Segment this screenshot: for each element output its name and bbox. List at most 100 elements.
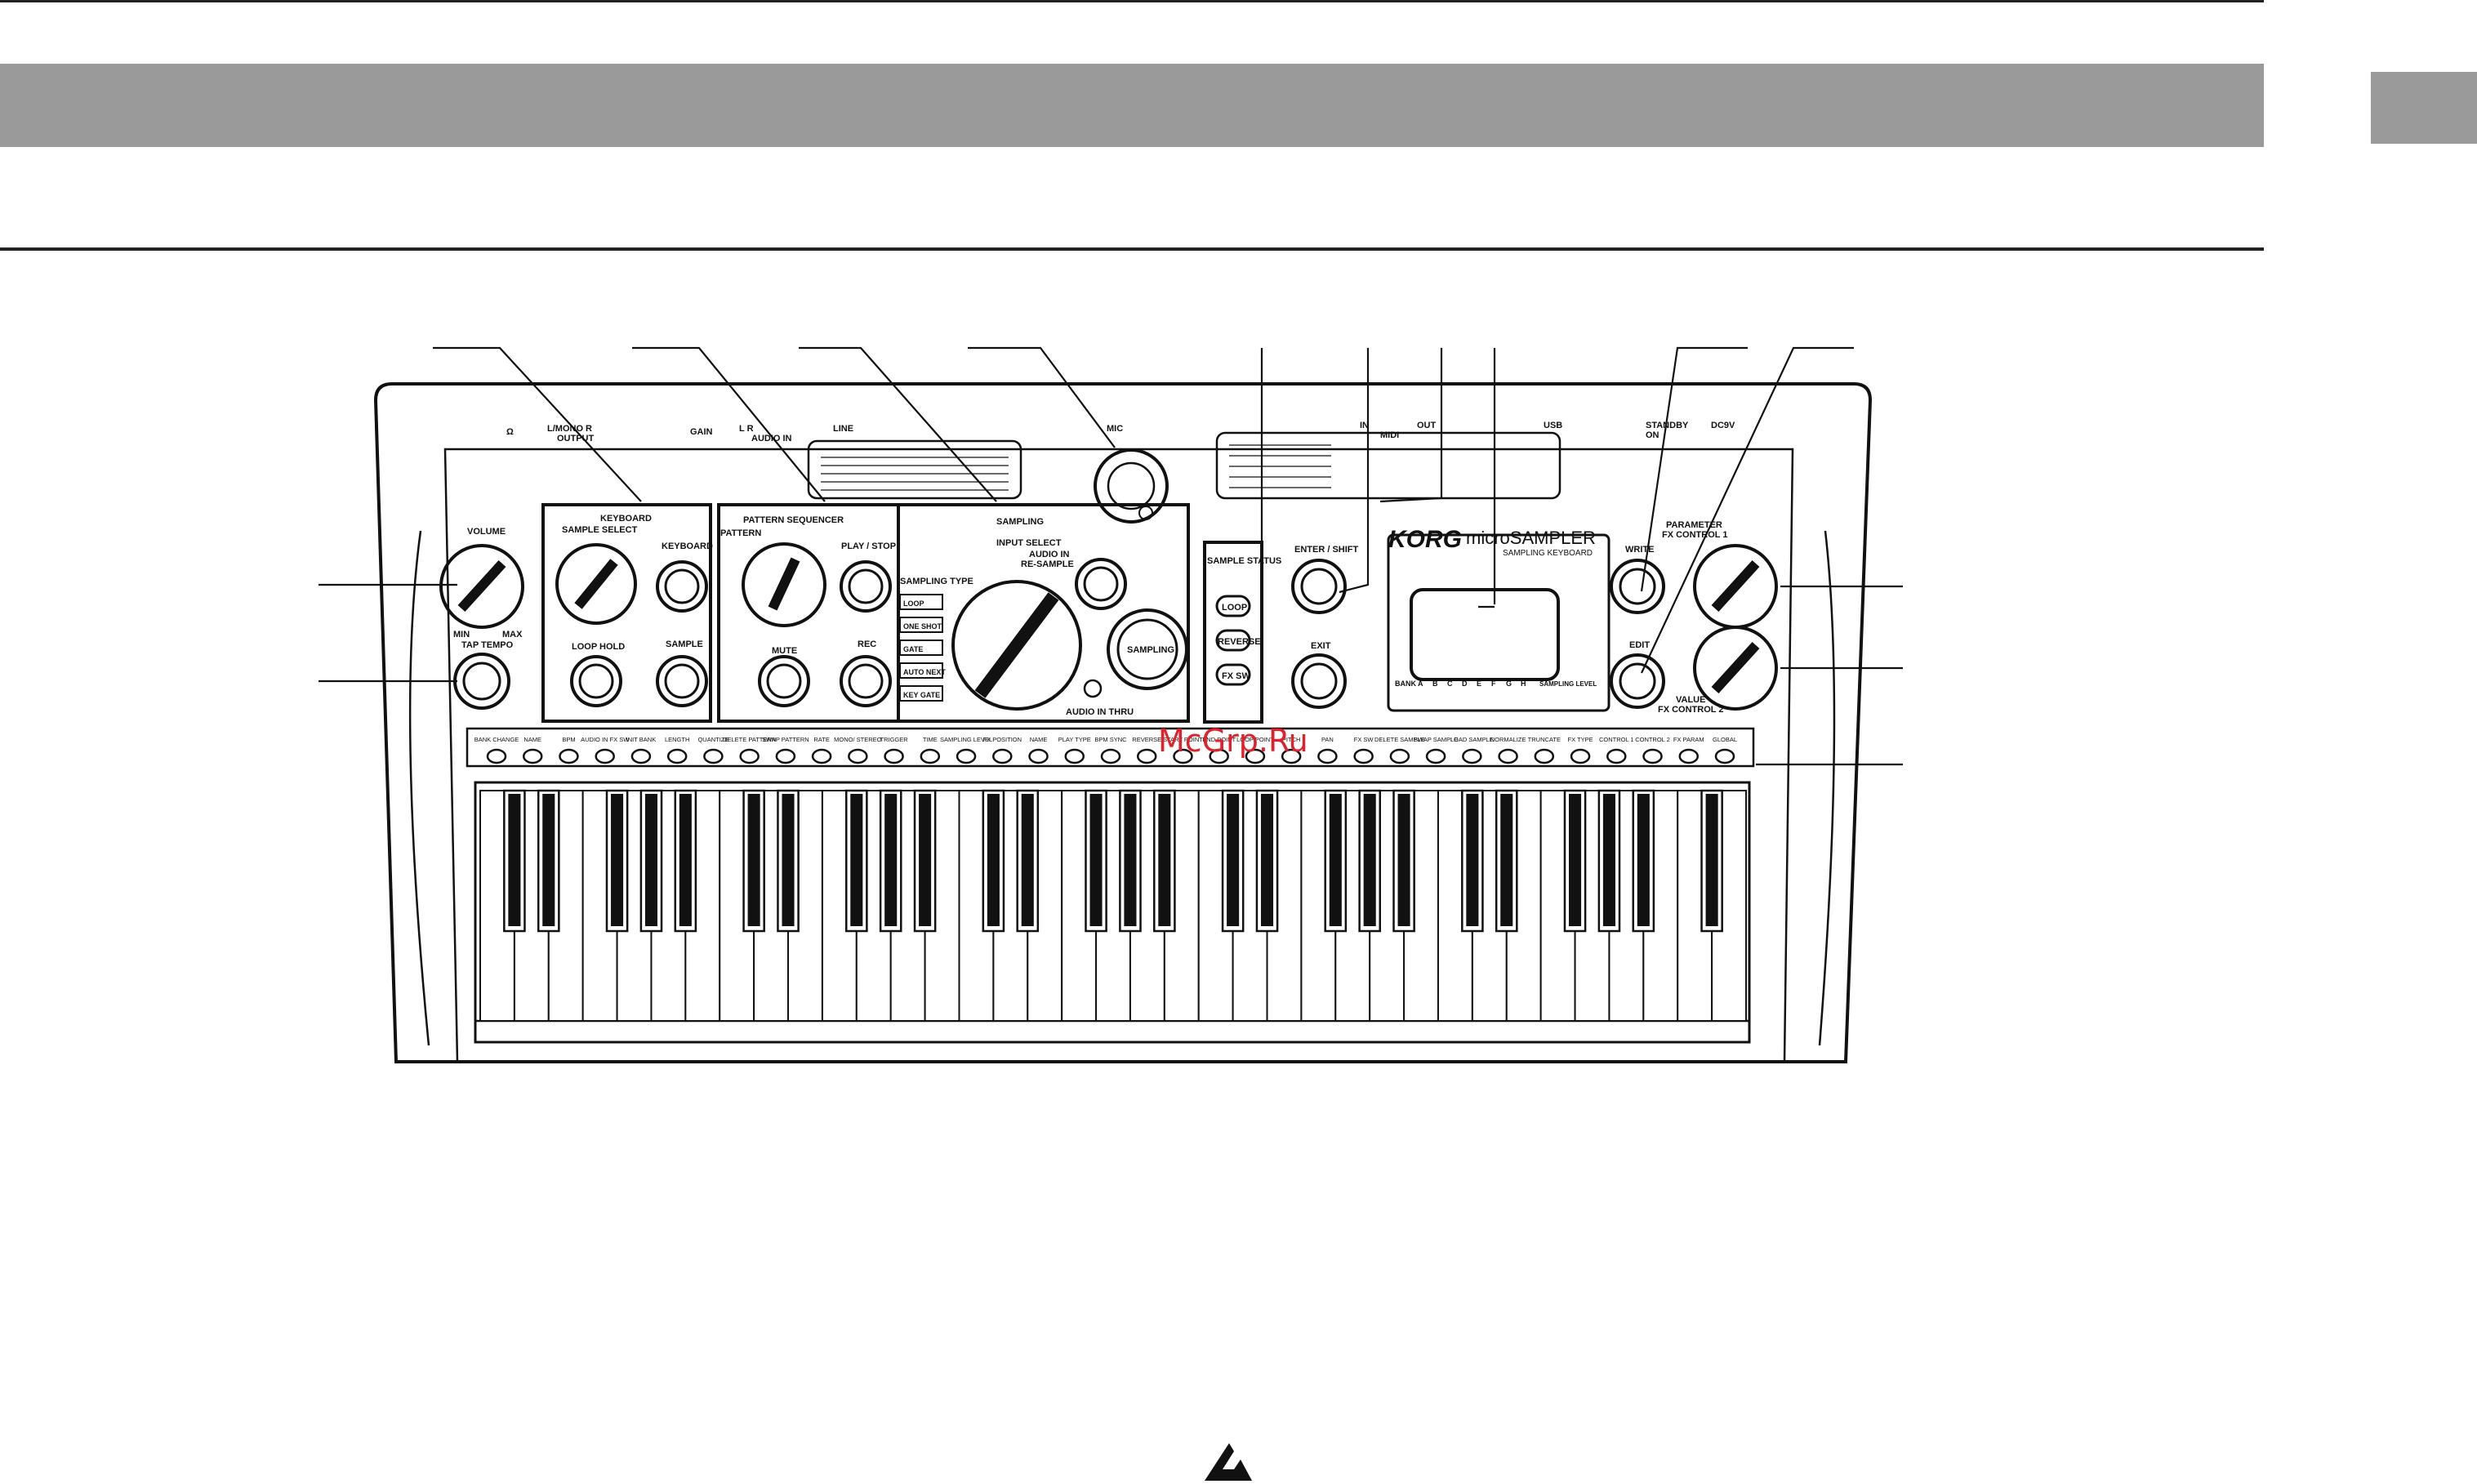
- pad-button[interactable]: [1209, 748, 1229, 764]
- pad-button[interactable]: [920, 748, 941, 764]
- pad-label: TIME: [923, 736, 938, 743]
- section-header-band: [0, 64, 2264, 147]
- sample-button-label[interactable]: SAMPLE: [666, 640, 703, 649]
- pad-button[interactable]: [1136, 748, 1157, 764]
- sampling-type-option: KEY GATE: [903, 691, 940, 699]
- pattern-label: PATTERN: [720, 528, 761, 538]
- edit-label[interactable]: EDIT: [1629, 640, 1650, 650]
- black-key-top: [611, 794, 624, 926]
- edit-button: [1610, 653, 1665, 709]
- bank-letter: D: [1462, 680, 1468, 688]
- pad-button[interactable]: [666, 748, 688, 764]
- sampling-button-label[interactable]: SAMPLING: [1127, 645, 1174, 655]
- piano-keys: [479, 789, 1748, 1022]
- sampling-type-box: [899, 640, 943, 656]
- midi-out-label: OUT: [1417, 421, 1437, 430]
- black-key-top: [1466, 794, 1479, 926]
- pad-button[interactable]: [559, 748, 579, 764]
- pad-button[interactable]: [486, 748, 507, 764]
- black-key-top: [1089, 794, 1103, 926]
- pad-button[interactable]: [1100, 748, 1121, 764]
- black-key-top: [1363, 794, 1376, 926]
- keybed: [474, 781, 1751, 1044]
- speaker-grill-right: [1215, 431, 1561, 500]
- pad-label: NAME: [523, 736, 541, 743]
- midi-label: MIDI: [1380, 430, 1399, 440]
- status-reverse[interactable]: REVERSE: [1218, 637, 1261, 647]
- pad-button[interactable]: [1714, 748, 1735, 764]
- volume-label: VOLUME: [467, 527, 506, 537]
- pad-button[interactable]: [1317, 748, 1338, 764]
- pad-button[interactable]: [1028, 748, 1049, 764]
- pad-button[interactable]: [1606, 748, 1627, 764]
- section-rule: [0, 247, 2264, 251]
- black-key-top: [1260, 794, 1274, 926]
- pad-buttons: [486, 748, 1735, 764]
- on-label: ON: [1646, 430, 1660, 440]
- bank-letter: F: [1491, 680, 1496, 688]
- model-subtitle: SAMPLING KEYBOARD: [1503, 549, 1593, 558]
- re-sample-option: RE-SAMPLE: [1021, 559, 1074, 569]
- black-key-top: [1124, 794, 1137, 926]
- keyboard-section-title: KEYBOARD: [600, 514, 652, 524]
- pad-button[interactable]: [848, 748, 868, 764]
- sample-status-section: [1203, 541, 1263, 724]
- sampling-type-box: [899, 662, 943, 679]
- pad-label: PITCH: [1282, 736, 1301, 743]
- exit-label: EXIT: [1311, 641, 1331, 651]
- pad-button[interactable]: [1425, 748, 1446, 764]
- pad-button[interactable]: [1173, 748, 1193, 764]
- fx-control-2-knob: [1693, 626, 1778, 711]
- fx-control-2-label: FX CONTROL 2: [1658, 705, 1723, 715]
- mic-label: MIC: [1107, 424, 1123, 434]
- exit-button: [1291, 653, 1347, 709]
- pad-button[interactable]: [992, 748, 1013, 764]
- min-label: MIN: [453, 630, 470, 640]
- keyboard-section: [541, 503, 712, 723]
- pad-button[interactable]: [1534, 748, 1555, 764]
- black-key-top: [1397, 794, 1410, 926]
- sampling-section-title: SAMPLING: [996, 517, 1044, 527]
- pad-button[interactable]: [1498, 748, 1518, 764]
- pad-label: GLOBAL: [1713, 736, 1737, 743]
- speaker-grill-left: [807, 439, 1022, 500]
- sampling-type-box: [899, 594, 943, 610]
- pad-label: PAN: [1321, 736, 1334, 743]
- audio-in-label: AUDIO IN: [751, 434, 792, 443]
- pad-button[interactable]: [1678, 748, 1700, 764]
- pad-button[interactable]: [956, 748, 977, 764]
- pad-button[interactable]: [630, 748, 652, 764]
- status-loop[interactable]: LOOP: [1222, 603, 1247, 613]
- pad-label: FX PARAM: [1673, 736, 1704, 743]
- pad-button[interactable]: [703, 748, 724, 764]
- standby-label: STANDBY: [1646, 421, 1689, 430]
- pad-button[interactable]: [1245, 748, 1266, 764]
- pad-button[interactable]: [1281, 748, 1302, 764]
- pad-button[interactable]: [739, 748, 760, 764]
- parameter-label: PARAMETER: [1666, 520, 1722, 530]
- side-chapter-tab: [2371, 72, 2477, 144]
- pad-button[interactable]: [1064, 748, 1085, 764]
- pad-button[interactable]: [884, 748, 904, 764]
- pad-button[interactable]: [1642, 748, 1663, 764]
- pad-button[interactable]: [1570, 748, 1591, 764]
- pad-label: FX POSITION: [983, 736, 1022, 743]
- pad-label: LENGTH: [665, 736, 689, 743]
- model-name: microSAMPLER: [1466, 528, 1596, 548]
- pad-button[interactable]: [1353, 748, 1374, 764]
- pad-button[interactable]: [1389, 748, 1410, 764]
- pattern-section-title: PATTERN SEQUENCER: [743, 515, 844, 525]
- pad-button[interactable]: [522, 748, 543, 764]
- sampling-type-option: GATE: [903, 645, 923, 653]
- pad-label: CONTROL 2: [1635, 736, 1670, 743]
- pad-button[interactable]: [595, 748, 615, 764]
- pad-button[interactable]: [775, 748, 796, 764]
- status-fx-sw[interactable]: FX SW: [1222, 671, 1250, 681]
- keyboard-button-label[interactable]: KEYBOARD: [662, 541, 713, 551]
- pad-label: INIT BANK: [626, 736, 657, 743]
- pad-button[interactable]: [1462, 748, 1482, 764]
- pad-button[interactable]: [811, 748, 832, 764]
- dc-label: DC9V: [1711, 421, 1735, 430]
- black-key-top: [679, 794, 692, 926]
- black-key-top: [1705, 794, 1718, 926]
